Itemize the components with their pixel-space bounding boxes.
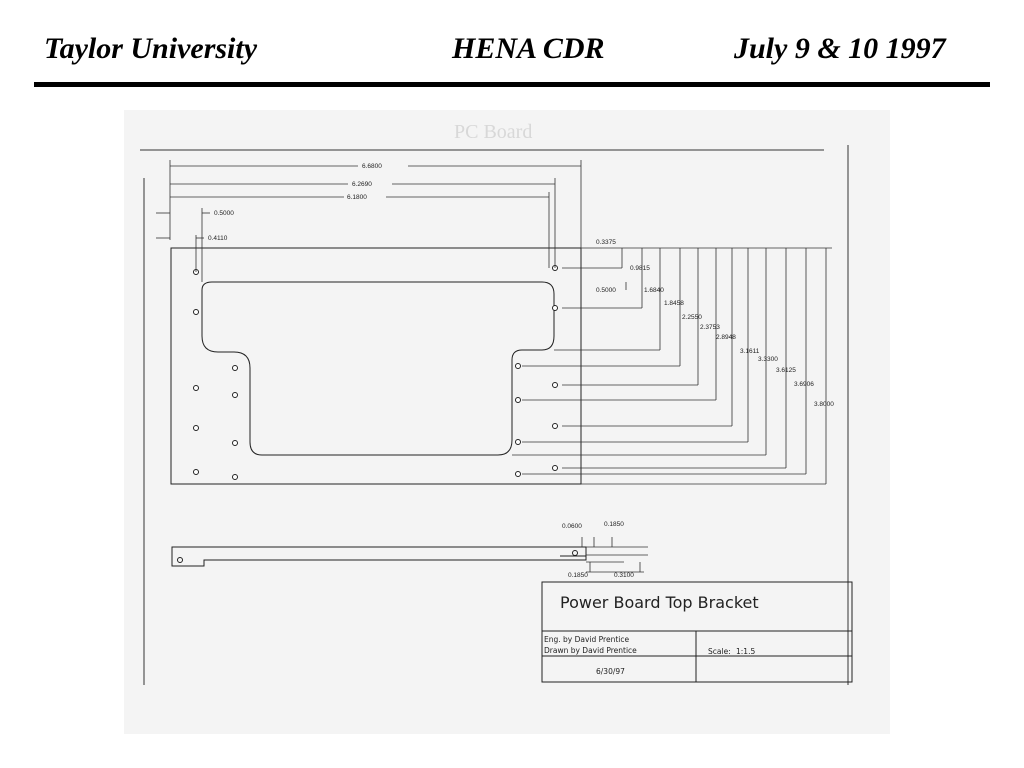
dim-0-0600: 0.0600 — [562, 523, 582, 530]
scanned-drawing-background — [124, 110, 890, 734]
faint-heading: PC Board — [454, 121, 532, 143]
dim-6-6800: 6.6800 — [362, 163, 382, 170]
dim-2-2550: 2.2550 — [682, 314, 702, 321]
title-block-title: Power Board Top Bracket — [560, 593, 759, 612]
dim-0-4110: 0.4110 — [208, 235, 228, 242]
side-view-dimension-lines — [581, 537, 648, 573]
header-project: HENA CDR — [452, 32, 605, 65]
dim-6-1800: 6.1800 — [347, 194, 367, 201]
side-view-outline — [171, 546, 587, 567]
header-rule — [34, 82, 990, 87]
title-block-frame — [541, 581, 853, 683]
title-block-scale-label: Scale: — [708, 647, 731, 656]
dim-3-1611: 3.1611 — [740, 348, 760, 355]
title-block-drawn-by: Drawn by David Prentice — [544, 646, 637, 655]
dim-3-6125: 3.6125 — [776, 367, 796, 374]
dim-0-1850-bottom: 0.1850 — [568, 572, 588, 579]
dim-0-9815: 0.9815 — [630, 265, 650, 272]
dim-3-3300: 3.3300 — [758, 356, 778, 363]
dim-2-8948: 2.8948 — [716, 334, 736, 341]
dim-1-8458: 1.8458 — [664, 300, 684, 307]
header-date: July 9 & 10 1997 — [734, 32, 946, 65]
dim-0-1850-top: 0.1850 — [604, 521, 624, 528]
title-block-date: 6/30/97 — [596, 667, 625, 676]
dim-0-5000-right: 0.5000 — [596, 287, 616, 294]
engineering-drawing: PC Board 6.6800 6.2690 6.1800 — [140, 121, 853, 685]
mounting-holes — [193, 265, 558, 480]
dim-1-6840: 1.6840 — [644, 287, 664, 294]
dim-3-6906: 3.6906 — [794, 381, 814, 388]
title-block-scale-value: 1:1.5 — [736, 647, 755, 656]
header-university: Taylor University — [44, 32, 258, 65]
dim-0-3375: 0.3375 — [596, 239, 616, 246]
dim-6-2690: 6.2690 — [352, 181, 372, 188]
dim-0-3100: 0.3100 — [614, 572, 634, 579]
dim-3-8000: 3.8000 — [814, 401, 834, 408]
title-block-engineer: Eng. by David Prentice — [544, 635, 629, 644]
dim-2-3753: 2.3753 — [700, 324, 720, 331]
dim-0-5000-top: 0.5000 — [214, 210, 234, 217]
right-dimension-lines — [512, 247, 832, 485]
top-dimension-lines — [156, 160, 582, 282]
sheet-border — [140, 145, 849, 685]
